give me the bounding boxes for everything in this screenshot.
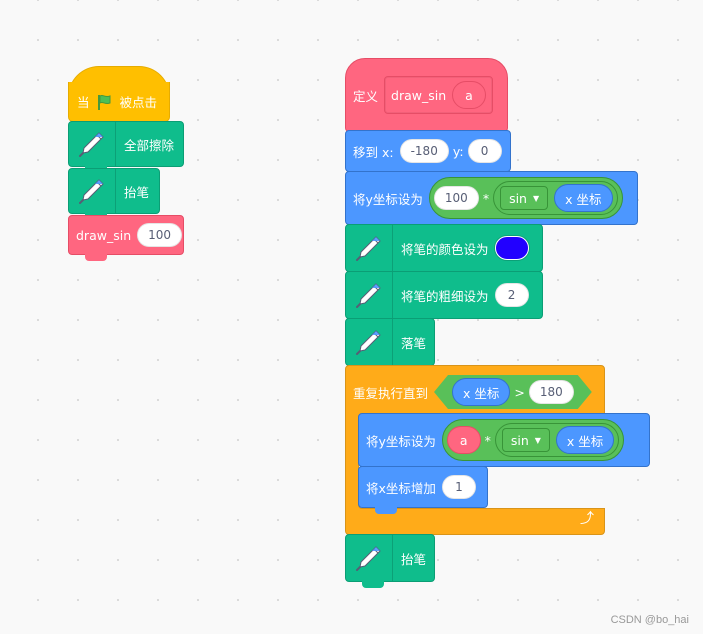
inner-func-dropdown[interactable]: sin ▼ [501,428,550,452]
multiply-num-input[interactable]: 100 [433,186,479,210]
goto-xy-block[interactable]: 移到 x: -180 y: 0 [345,130,511,178]
set-y-label: 将y坐标设为 [353,191,423,207]
multiply-sign: * [482,190,490,206]
pen-down-block[interactable]: 落笔 [345,318,435,372]
goto-y-input[interactable]: 0 [467,139,502,163]
cond-value-input[interactable]: 180 [529,380,574,404]
chevron-down-icon: ▼ [532,193,540,203]
change-x-input[interactable]: 1 [441,475,476,499]
func-dropdown[interactable]: sin ▼ [500,186,549,210]
pen-icon [354,327,384,357]
hat-prefix: 当 [77,95,90,110]
pen-icon [354,233,384,263]
goto-x-input[interactable]: -180 [399,139,449,163]
define-label: 定义 [353,88,379,104]
pen-icon [77,176,107,206]
set-pen-color-block[interactable]: 将笔的颜色设为 [345,224,543,278]
change-x-block[interactable]: 将x坐标增加 1 [358,466,488,514]
inner-func-dropdown-label: sin [510,432,529,448]
erase-all-label: 全部擦除 [124,137,175,153]
inner-set-y-label: 将y坐标设为 [366,433,436,449]
inner-sin-operator[interactable]: sin ▼ x 坐标 [494,423,620,457]
multiply-operator[interactable]: 100 * sin ▼ x 坐标 [428,177,623,219]
x-position-reporter[interactable]: x 坐标 [554,184,613,212]
sin-operator[interactable]: sin ▼ x 坐标 [493,181,618,215]
inner-set-y-block[interactable]: 将y坐标设为 a * sin ▼ x 坐标 [358,413,650,473]
set-color-label: 将笔的颜色设为 [401,241,489,257]
cond-x-reporter[interactable]: x 坐标 [452,378,510,406]
define-prototype[interactable]: draw_sin a [384,76,493,114]
final-pen-up-block[interactable]: 抬笔 [345,534,435,588]
set-size-label: 将笔的粗细设为 [401,288,489,304]
call-arg-input[interactable]: 100 [137,223,183,247]
inner-x-position-reporter[interactable]: x 坐标 [555,426,615,454]
set-pen-size-block[interactable]: 将笔的粗细设为 2 [345,271,543,325]
color-picker-swatch[interactable] [494,236,529,260]
repeat-until-header: 重复执行直到 x 坐标 > 180 [353,372,592,412]
hat-suffix: 被点击 [119,95,158,110]
loop-arrow-icon: ⤴ [580,511,594,527]
set-y-block[interactable]: 将y坐标设为 100 * sin ▼ x 坐标 [345,171,638,231]
pen-size-input[interactable]: 2 [494,283,529,307]
call-name: draw_sin [76,227,132,243]
greater-than-condition[interactable]: x 坐标 > 180 [434,375,592,409]
pen-icon [354,543,384,573]
pen-icon [354,280,384,310]
pen-icon [77,129,107,159]
watermark: CSDN @bo_hai [610,614,689,626]
pen-down-label: 落笔 [401,335,427,351]
erase-all-block[interactable]: 全部擦除 [68,121,184,173]
when-flag-clicked-block[interactable]: 当 被点击 [68,82,170,122]
inner-multiply-sign: * [484,432,491,448]
final-pen-up-label: 抬笔 [401,551,427,567]
draw-sin-call-block[interactable]: draw_sin 100 [68,215,184,261]
goto-y-label: y: [452,143,464,159]
func-dropdown-label: sin [509,190,527,206]
chevron-down-icon: ▼ [534,435,541,445]
define-block[interactable]: 定义 draw_sin a [345,58,508,138]
pen-up-label: 抬笔 [124,184,150,200]
repeat-until-label: 重复执行直到 [353,385,429,401]
greater-sign: > [514,384,525,400]
pen-up-block[interactable]: 抬笔 [68,168,160,220]
inner-multiply-operator[interactable]: a * sin ▼ x 坐标 [441,419,625,461]
green-flag-icon [97,94,111,110]
inner-param-a-reporter[interactable]: a [446,426,481,454]
change-x-label: 将x坐标增加 [366,480,436,496]
param-a-reporter[interactable]: a [452,81,486,109]
goto-x-label: 移到 x: [353,144,394,160]
define-name: draw_sin [391,87,447,103]
